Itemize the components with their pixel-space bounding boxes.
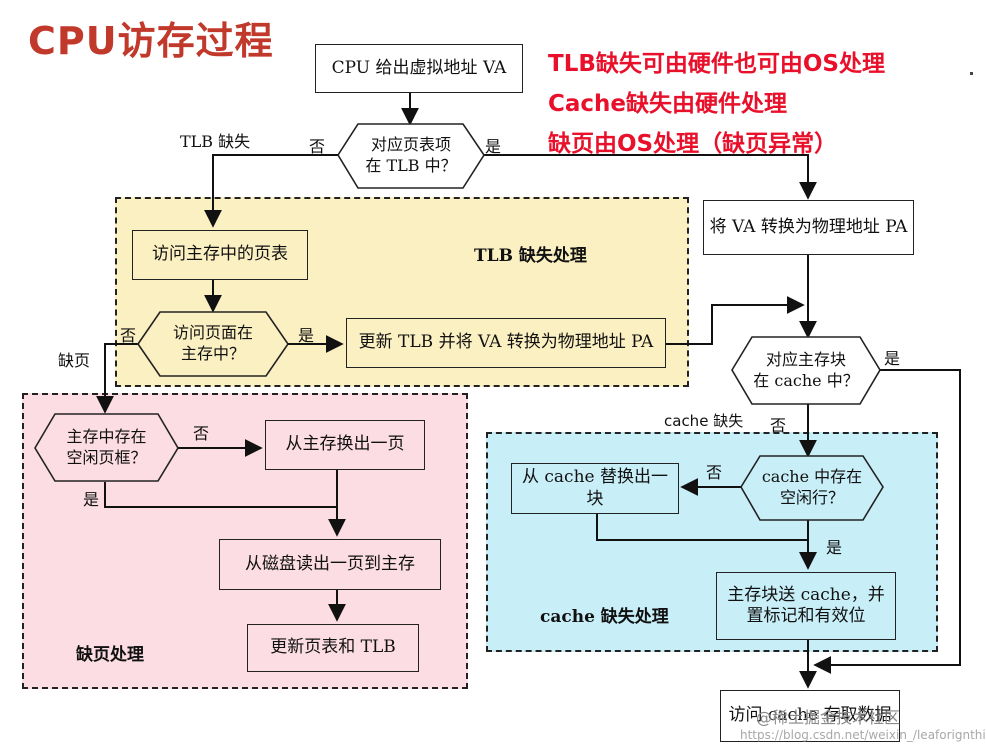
label-yes-free-line: 是 xyxy=(826,538,843,557)
note-page-fault-handling: 缺页由OS处理（缺页异常） xyxy=(548,131,838,157)
va-to-pa-box: 将 VA 转换为物理地址 PA xyxy=(703,200,914,255)
note-cache-handling: Cache缺失由硬件处理 xyxy=(548,91,788,117)
label-page-fault: 缺页 xyxy=(58,351,91,370)
label-yes-tlb: 是 xyxy=(485,137,502,156)
swap-page-box: 从主存换出一页 xyxy=(265,420,425,470)
label-no-free-line: 否 xyxy=(706,463,723,482)
arrow-page-fault xyxy=(96,343,138,414)
label-cache-miss: cache 缺失 xyxy=(664,412,744,430)
replace-cache-box: 从 cache 替换出一块 xyxy=(511,463,679,514)
label-yes-free-frame: 是 xyxy=(83,490,100,509)
tlb-miss-region-label: TLB 缺失处理 xyxy=(474,246,587,266)
send-block-box: 主存块送 cache，并置标记和有效位 xyxy=(716,572,896,640)
page-title: CPU访存过程 xyxy=(28,19,274,63)
access-page-table-box: 访问主存中的页表 xyxy=(132,230,308,280)
arrow-cache-hit xyxy=(813,369,961,674)
label-no-free-frame: 否 xyxy=(193,424,210,443)
page-fault-region-label: 缺页处理 xyxy=(76,645,144,665)
update-pt-tlb-box: 更新页表和 TLB xyxy=(247,624,419,672)
read-disk-box: 从磁盘读出一页到主存 xyxy=(219,539,441,590)
cpu-va-box: CPU 给出虚拟地址 VA xyxy=(315,44,523,93)
arrow-replace-to-send xyxy=(596,514,817,570)
arrow-tlb-hit xyxy=(484,154,817,200)
watermark-url: https://blog.csdn.net/weixin_/leaforignt… xyxy=(740,728,986,742)
stray-dot xyxy=(970,72,973,75)
update-tlb-box: 更新 TLB 并将 VA 转换为物理地址 PA xyxy=(346,318,666,368)
decision-page-in-mem xyxy=(137,311,289,377)
label-no-in-cache: 否 xyxy=(770,416,787,435)
label-no-page-in-mem: 否 xyxy=(120,326,137,345)
arrow-free-frame-yes xyxy=(104,482,337,508)
decision-free-line xyxy=(740,455,884,521)
note-tlb-handling: TLB缺失可由硬件也可由OS处理 xyxy=(548,51,885,77)
arrow-update-tlb-to-merge xyxy=(666,296,805,345)
label-no-tlb: 否 xyxy=(309,137,326,156)
decision-in-tlb xyxy=(337,123,485,189)
label-yes-in-cache: 是 xyxy=(884,349,901,368)
cache-miss-region-label: cache 缺失处理 xyxy=(540,607,669,627)
access-cache-box: 访问 cache 存取数据 xyxy=(720,690,900,742)
watermark: @稀土掘金技术社区 xyxy=(756,708,901,727)
label-yes-page-in-mem: 是 xyxy=(298,326,315,345)
decision-in-cache xyxy=(731,336,881,405)
decision-free-frame xyxy=(34,413,179,482)
arrow-tlb-miss xyxy=(204,154,338,228)
label-tlb-miss: TLB 缺失 xyxy=(180,132,251,151)
